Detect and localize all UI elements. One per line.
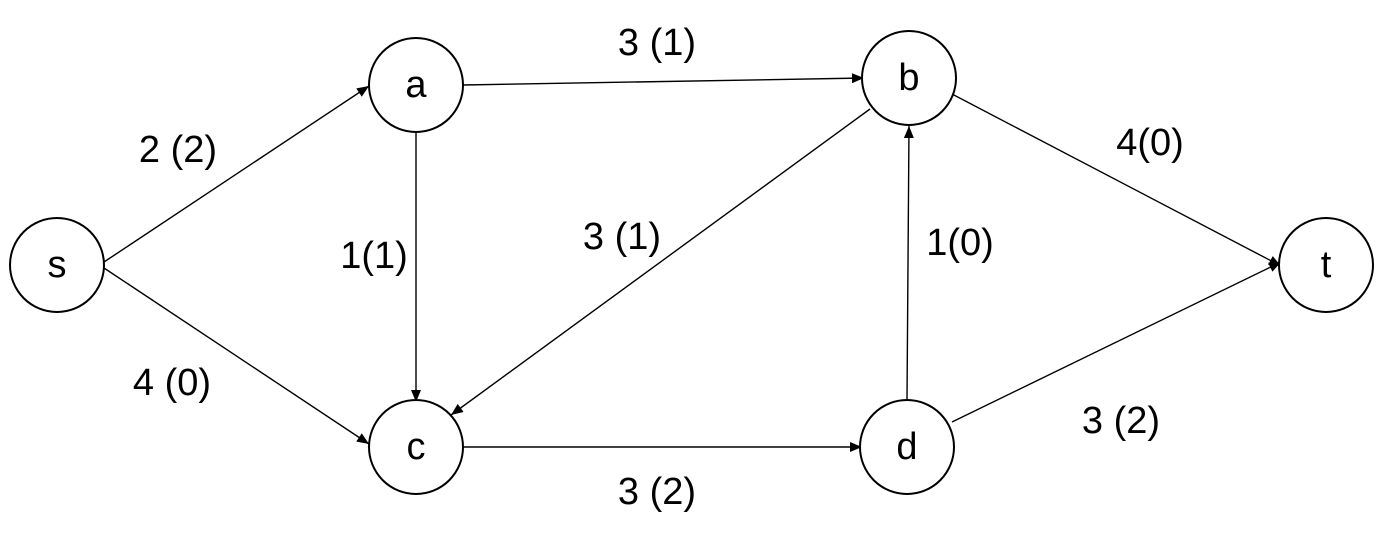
edges-group: 2 (2) 4 (0) 3 (1) 1(1) 3 (1) 4(0) 3 (2) (103, 22, 1282, 513)
node-circle-b (861, 30, 957, 126)
node-label-c: c (407, 426, 426, 468)
edge-line-b-c (450, 108, 871, 416)
edge-d-t: 3 (2) (951, 261, 1282, 442)
edge-c-d: 3 (2) (463, 442, 862, 513)
edge-label-a-c: 1(1) (340, 235, 408, 277)
edge-line-a-b (462, 73, 865, 86)
edge-label-s-a: 2 (2) (139, 129, 217, 171)
node-circle-a (368, 37, 464, 133)
edge-line-d-t (951, 261, 1282, 423)
edge-label-s-c: 4 (0) (133, 362, 211, 404)
node-circle-d (859, 399, 955, 495)
node-label-s: s (48, 244, 67, 286)
edge-line-b-t (951, 93, 1282, 267)
edge-b-c: 3 (1) (450, 108, 871, 416)
node-c: c (368, 399, 464, 495)
node-label-b: b (898, 57, 919, 99)
edge-label-d-b: 1(0) (926, 222, 994, 264)
edge-line-s-a (103, 85, 370, 263)
edge-d-b: 1(0) (903, 125, 994, 401)
node-circle-s (9, 217, 105, 313)
edge-label-d-t: 3 (2) (1082, 400, 1160, 442)
node-circle-c (368, 399, 464, 495)
node-s: s (9, 217, 105, 313)
node-circle-t (1278, 217, 1374, 313)
edge-label-b-t: 4(0) (1116, 122, 1184, 164)
node-label-a: a (405, 64, 427, 106)
edge-a-b: 3 (1) (462, 22, 865, 86)
edge-s-c: 4 (0) (103, 267, 370, 445)
node-t: t (1278, 217, 1374, 313)
edge-label-c-d: 3 (2) (618, 471, 696, 513)
edge-label-a-b: 3 (1) (618, 22, 696, 64)
node-a: a (368, 37, 464, 133)
edge-b-t: 4(0) (951, 93, 1282, 267)
edge-line-s-c (103, 267, 370, 445)
edge-a-c: 1(1) (340, 132, 421, 402)
node-d: d (859, 399, 955, 495)
node-label-d: d (896, 426, 917, 468)
edge-line-d-b (903, 125, 914, 401)
node-b: b (861, 30, 957, 126)
edge-label-b-c: 3 (1) (583, 216, 661, 258)
nodes-group: s a b c d t (9, 30, 1374, 495)
edge-s-a: 2 (2) (103, 85, 370, 263)
node-label-t: t (1321, 244, 1332, 286)
